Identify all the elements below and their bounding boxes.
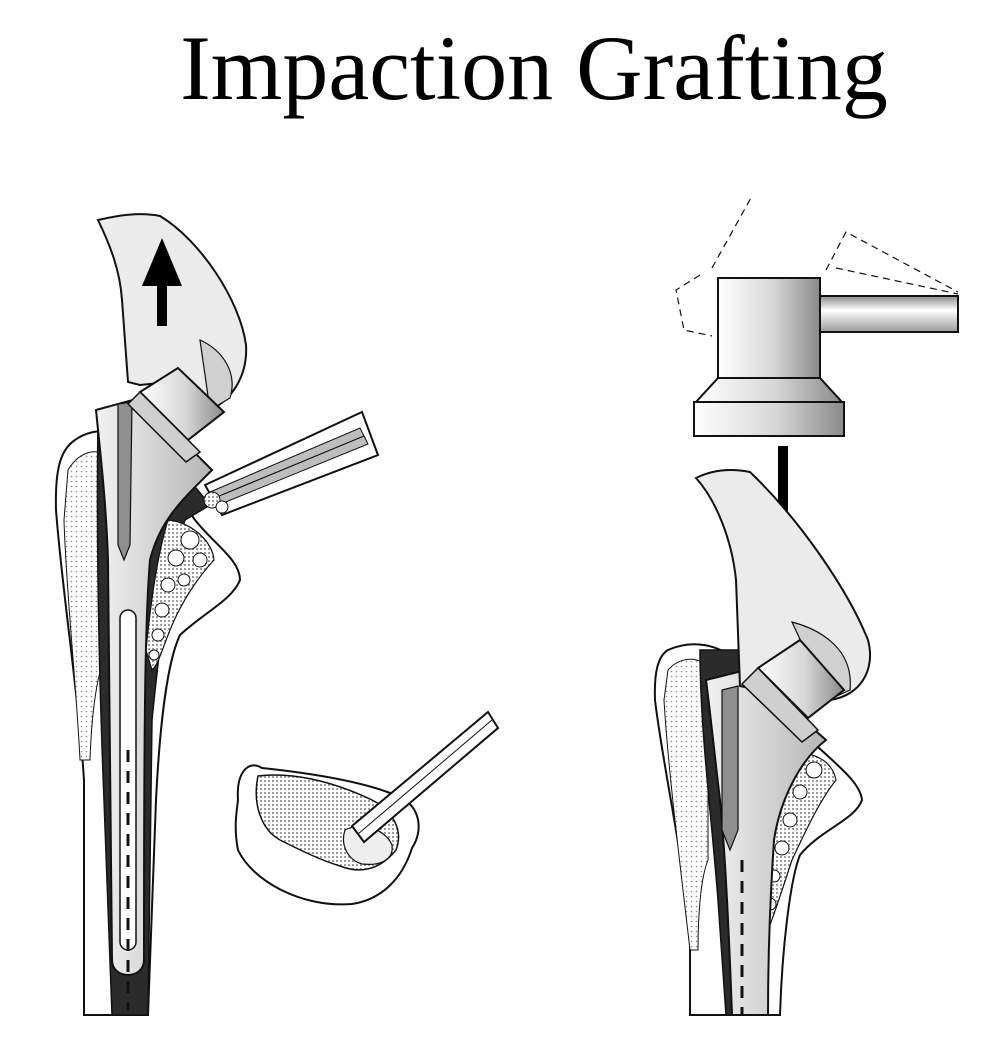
left-phantom-stem (94, 396, 214, 1010)
right-phantom-stem (704, 668, 828, 1016)
page-title: Impaction Grafting (180, 17, 888, 119)
bone-gouge-icon (350, 710, 500, 844)
right-femur-figure (653, 195, 959, 1016)
right-impactor-handle (694, 469, 871, 743)
left-bone-graft (145, 519, 215, 672)
left-femur-figure (54, 213, 380, 1016)
left-impactor-handle (96, 213, 248, 463)
up-arrow-icon (142, 238, 182, 326)
bone-chip-forceps-icon (203, 410, 380, 517)
femoral-head-icon (234, 710, 500, 906)
mallet-icon (675, 195, 959, 437)
